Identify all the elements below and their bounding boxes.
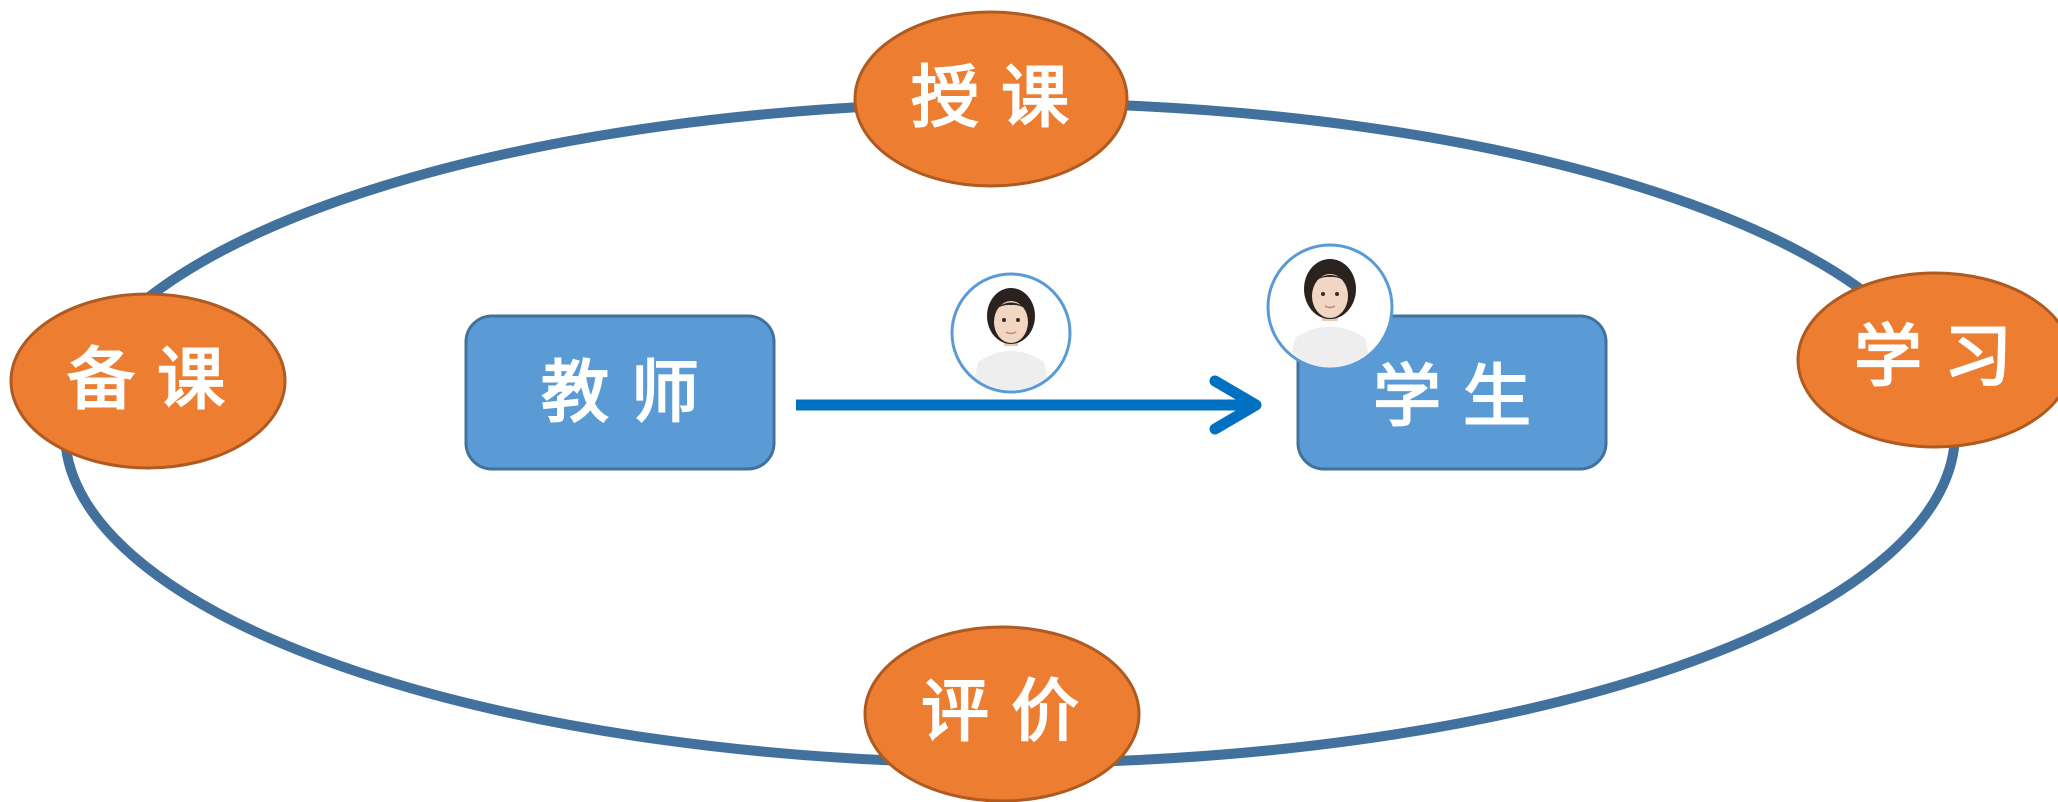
student-box: 学生 xyxy=(1296,314,1608,471)
cycle-node-top: 授课 xyxy=(853,10,1129,188)
teacher-box: 教师 xyxy=(464,314,776,471)
arrow-right-icon xyxy=(796,375,1262,435)
student-label: 学生 xyxy=(1373,358,1553,437)
teacher-label: 教师 xyxy=(541,354,721,433)
avatar-icon xyxy=(950,272,1072,394)
cycle-node-right-label: 学习 xyxy=(1854,318,2034,397)
avatar-icon xyxy=(1266,243,1394,371)
cycle-node-bottom-label: 评价 xyxy=(921,673,1101,752)
cycle-node-right: 学习 xyxy=(1796,271,2058,449)
cycle-node-left: 备课 xyxy=(9,292,287,470)
cycle-node-left-label: 备课 xyxy=(67,341,247,420)
cycle-node-bottom: 评价 xyxy=(863,625,1141,802)
cycle-node-top-label: 授课 xyxy=(911,59,1091,138)
